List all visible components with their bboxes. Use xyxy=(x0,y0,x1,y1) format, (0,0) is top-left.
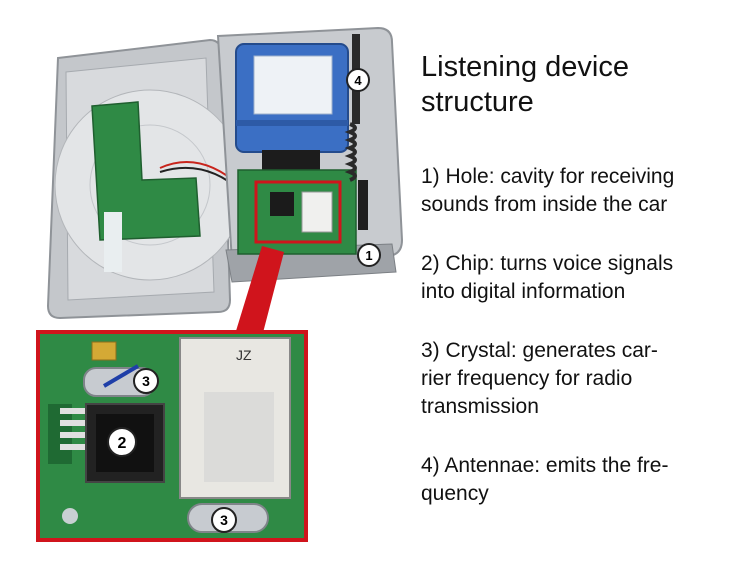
crystal-label: JZ xyxy=(236,347,252,363)
legend-line: into digital information xyxy=(421,280,626,303)
legend-line: 3) Crystal: generates car- xyxy=(421,339,658,362)
marker-crystal-top-label: 3 xyxy=(142,373,150,389)
device-photo: JZ 1 4 3 2 3 xyxy=(36,26,404,542)
antenna-board xyxy=(91,101,201,241)
legend-line: transmission xyxy=(421,395,539,418)
marker-hole: 1 xyxy=(357,243,381,267)
marker-antenna: 4 xyxy=(346,68,370,92)
legend-line: quency xyxy=(421,482,489,505)
legend-item-hole: 1) Hole: cavity for receiving sounds fro… xyxy=(421,163,741,219)
diagram-title-line: Listening device xyxy=(421,51,629,83)
marker-chip: 2 xyxy=(107,427,137,457)
diagram-title-line: structure xyxy=(421,86,534,118)
legend-line: 4) Antennae: emits the fre- xyxy=(421,454,669,477)
marker-crystal-bottom-label: 3 xyxy=(220,512,228,528)
casing-left xyxy=(46,38,246,320)
marker-hole-label: 1 xyxy=(365,248,372,263)
marker-chip-label: 2 xyxy=(118,435,127,452)
zoom-inset: JZ xyxy=(36,330,308,542)
diagram-title: Listening device structure xyxy=(421,50,741,120)
main-pcb xyxy=(237,169,357,255)
marker-crystal-bottom: 3 xyxy=(211,507,237,533)
legend-item-crystal: 3) Crystal: generates car- rier frequenc… xyxy=(421,337,741,421)
marker-crystal-top: 3 xyxy=(133,368,159,394)
zoom-connector xyxy=(232,246,284,352)
legend-panel: Listening device structure 1) Hole: cavi… xyxy=(421,50,741,508)
battery-pack xyxy=(235,43,349,153)
legend-line: sounds from inside the car xyxy=(421,193,668,216)
sticker-label xyxy=(104,212,122,272)
legend-item-antennae: 4) Antennae: emits the fre- quency xyxy=(421,452,741,508)
marker-antenna-label: 4 xyxy=(354,73,362,88)
legend-item-chip: 2) Chip: turns voice signals into digita… xyxy=(421,250,741,306)
legend-line: rier frequency for radio xyxy=(421,367,633,390)
crystal-module: JZ xyxy=(179,337,291,499)
legend-line: 2) Chip: turns voice signals xyxy=(421,252,674,275)
legend-line: 1) Hole: cavity for receiving xyxy=(421,165,675,188)
